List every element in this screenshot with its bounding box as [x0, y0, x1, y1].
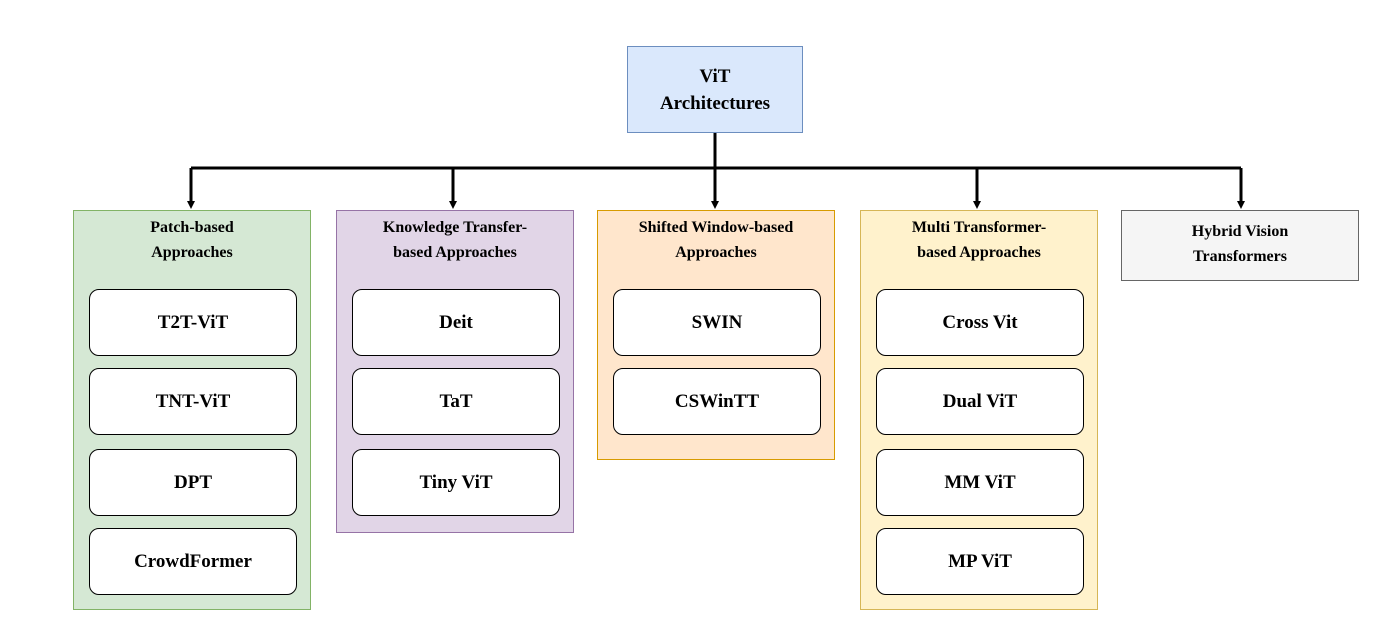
- category-multi-transformer: Multi Transformer- based Approaches Cros…: [860, 210, 1098, 610]
- item-cswintt: CSWinTT: [613, 368, 821, 435]
- category-knowledge-transfer: Knowledge Transfer- based Approaches Dei…: [336, 210, 574, 533]
- item-crowdformer: CrowdFormer: [89, 528, 297, 595]
- item-deit: Deit: [352, 289, 560, 356]
- item-tnt-vit: TNT-ViT: [89, 368, 297, 435]
- item-swin: SWIN: [613, 289, 821, 356]
- item-cross-vit: Cross Vit: [876, 289, 1084, 356]
- item-tat: TaT: [352, 368, 560, 435]
- category-patch-based: Patch-based Approaches T2T-ViT TNT-ViT D…: [73, 210, 311, 610]
- item-dpt: DPT: [89, 449, 297, 516]
- category-hybrid-vision: Hybrid Vision Transformers: [1121, 210, 1359, 281]
- item-mp-vit: MP ViT: [876, 528, 1084, 595]
- category-title: Hybrid Vision Transformers: [1191, 223, 1289, 265]
- item-t2t-vit: T2T-ViT: [89, 289, 297, 356]
- item-dual-vit: Dual ViT: [876, 368, 1084, 435]
- item-mm-vit: MM ViT: [876, 449, 1084, 516]
- category-title: Shifted Window-based Approaches: [638, 219, 794, 261]
- category-title: Knowledge Transfer- based Approaches: [382, 219, 528, 261]
- category-shifted-window: Shifted Window-based Approaches SWIN CSW…: [597, 210, 835, 460]
- item-tiny-vit: Tiny ViT: [352, 449, 560, 516]
- root-node: ViT Architectures: [627, 46, 803, 133]
- category-title: Multi Transformer- based Approaches: [911, 219, 1047, 261]
- category-title: Patch-based Approaches: [150, 219, 234, 261]
